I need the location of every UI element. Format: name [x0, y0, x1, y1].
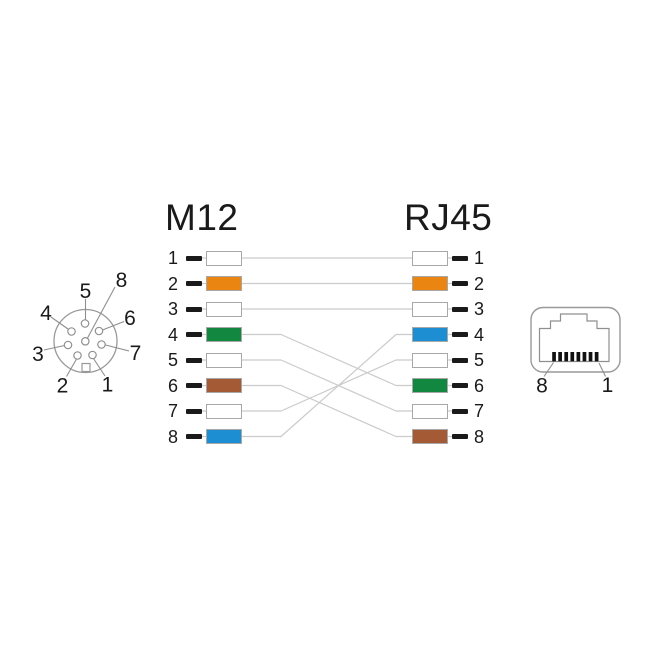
m12-pin-7-wire-block-white: [206, 403, 242, 419]
m12-pin-6-number: 6: [167, 375, 178, 396]
m12-face-label-2: 2: [57, 375, 69, 398]
rj45-pin-2-number: 2: [474, 273, 485, 294]
m12-pin-hole-1: [88, 350, 97, 360]
m12-leader-lines: [43, 286, 130, 377]
rj45-contact-pins: [552, 352, 599, 362]
m12-leader-2: [66, 358, 77, 377]
m12-leader-1: [93, 358, 106, 377]
m12-pin-4-wire-block-green: [206, 327, 242, 342]
m12-pin-5-dash: [186, 357, 202, 363]
rj45-pin-7-number: 7: [474, 401, 485, 421]
m12-pin-hole-6: [94, 326, 104, 336]
m12-pin-hole-2: [73, 351, 82, 360]
m12-pin-4-number: 4: [167, 324, 178, 345]
rj45-pin-4-number: 4: [474, 324, 485, 345]
m12-pin-holes: [63, 319, 106, 360]
m12-pin-4-dash: [186, 332, 202, 337]
m12-pin-hole-5: [80, 319, 90, 328]
m12-pin-5-wire-block-white: [206, 352, 242, 368]
rj45-pin-7-wire-block-white: [412, 403, 448, 419]
rj45-face-label-8: 8: [536, 375, 548, 398]
m12-pin-7-number: 7: [167, 401, 178, 421]
rj45-contact-pin: [564, 352, 569, 362]
rj45-pin-8-dash: [452, 434, 468, 439]
rj45-leader-1: [598, 362, 606, 377]
m12-pin-3-number: 3: [167, 299, 178, 319]
rj45-contact-pin: [576, 352, 581, 362]
m12-pin-hole-4: [67, 327, 76, 336]
rj45-pin-2-wire-block-orange: [412, 276, 448, 291]
rj45-pin-5-wire-block-white: [412, 352, 448, 368]
m12-column-title: M12: [165, 197, 239, 238]
rj45-pin-5-number: 5: [474, 350, 485, 370]
rj45-pin-8-wire-block-brown: [412, 429, 448, 444]
m12-face-label-3: 3: [32, 343, 44, 366]
m12-pin-3-dash: [186, 306, 202, 312]
rj45-contact-pin: [594, 352, 599, 362]
rj45-face-label-1: 1: [602, 374, 614, 397]
m12-pin-2-number: 2: [167, 273, 178, 294]
rj45-pin-7-dash: [452, 408, 468, 414]
rj45-pin-8-number: 8: [474, 426, 485, 447]
rj45-pin-4-dash: [452, 332, 468, 337]
rj45-column-title: RJ45: [404, 197, 493, 238]
rj45-pin-6-wire-block-green: [412, 378, 448, 393]
m12-pin-5-number: 5: [167, 350, 178, 370]
m12-face-label-4: 4: [40, 302, 52, 325]
rj45-contact-pin: [582, 352, 587, 362]
m12-pin-8-number: 8: [167, 426, 178, 447]
rj45-pin-6-dash: [452, 383, 468, 388]
rj45-contact-pin: [570, 352, 575, 362]
m12-connector-face: 1 2 3 4 5 6 7 8: [32, 269, 142, 398]
m12-pin-hole-8: [81, 336, 90, 346]
rj45-pin-1-dash: [452, 255, 468, 261]
m12-face-label-6: 6: [124, 307, 136, 330]
rj45-leader-8: [543, 362, 554, 377]
m12-pin-hole-3: [63, 340, 73, 350]
m12-pin-1-number: 1: [167, 248, 178, 268]
rj45-connector-face: 8 1: [530, 306, 621, 398]
m12-leader-7: [105, 344, 130, 352]
rj45-pin-5-dash: [452, 357, 468, 363]
rj45-pin-1-wire-block-white: [412, 250, 448, 266]
rj45-contact-pin: [552, 352, 556, 362]
rj45-pin-3-dash: [452, 306, 468, 312]
rj45-pin-4-wire-block-blue: [412, 327, 448, 342]
m12-leader-6: [102, 320, 125, 331]
rj45-pin-3-number: 3: [474, 299, 485, 319]
rj45-pin-3-wire-block-white: [412, 301, 448, 317]
m12-pin-hole-7: [97, 340, 106, 349]
m12-keying-notch: [81, 362, 91, 373]
m12-pin-2-wire-block-orange: [206, 276, 242, 291]
m12-leader-3: [43, 344, 65, 351]
m12-pin-1-wire-block-white: [206, 250, 242, 266]
m12-face-label-8: 8: [116, 269, 128, 292]
m12-pin-3-wire-block-white: [206, 301, 242, 317]
m12-pin-8-dash: [186, 434, 202, 439]
m12-face-label-7: 7: [130, 342, 142, 365]
m12-face-label-1: 1: [102, 374, 114, 397]
m12-leader-4: [50, 316, 69, 330]
m12-pin-6-dash: [186, 383, 202, 388]
rj45-pin-6-number: 6: [474, 375, 485, 396]
m12-pin-6-wire-block-brown: [206, 378, 242, 393]
rj45-pin-1-number: 1: [474, 248, 485, 268]
m12-pin-8-wire-block-blue: [206, 429, 242, 444]
m12-pin-7-dash: [186, 408, 202, 414]
rj45-contact-pin: [558, 352, 562, 362]
m12-face-label-5: 5: [80, 280, 92, 303]
rj45-pin-2-dash: [452, 281, 468, 286]
rj45-leader-lines: [543, 362, 606, 377]
m12-leader-8: [87, 286, 116, 339]
m12-pin-2-dash: [186, 281, 202, 286]
rj45-socket-outline: [538, 313, 610, 363]
m12-pin-1-dash: [186, 255, 202, 261]
rj45-contact-pin: [588, 352, 593, 362]
